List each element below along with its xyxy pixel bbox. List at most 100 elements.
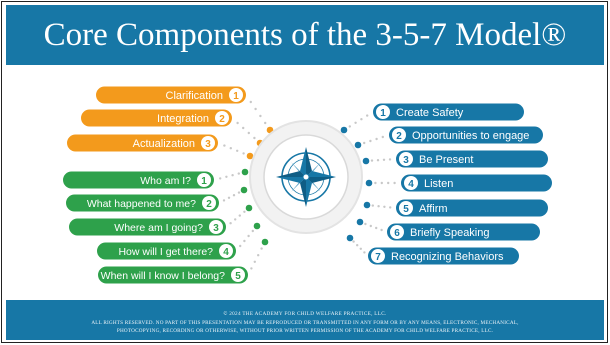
connector-dot [340, 126, 348, 134]
blue-item-4: 4 Listen [401, 174, 552, 192]
green-label-2: What happened to me? [87, 198, 196, 210]
blue-number-badge-7 [371, 249, 385, 263]
green-label-4: How will I get there? [118, 246, 213, 258]
blue-number-badge-4 [404, 176, 418, 190]
green-item-3: 3 Where am I going? [69, 218, 226, 236]
footer-line-1: © 2024 THE ACADEMY FOR CHILD WELFARE PRA… [223, 311, 387, 317]
blue-pill-4 [401, 174, 552, 192]
blue-number-5: 5 [403, 204, 409, 215]
green-item-5: 5 When will I know I belong? [98, 266, 248, 284]
orange-label-3: Actualization [133, 138, 195, 150]
blue-pill-3 [396, 150, 548, 168]
connector-dot [241, 168, 249, 176]
blue-pill-2 [389, 126, 543, 144]
green-number-2: 2 [206, 199, 212, 210]
orange-label-2: Integration [157, 113, 209, 125]
orange-number-2: 2 [219, 114, 225, 125]
green-number-1: 1 [201, 176, 207, 187]
connector-dot [362, 157, 370, 165]
blue-label-4: Listen [424, 178, 453, 190]
green-number-badge-4 [219, 244, 233, 258]
green-pill-2 [66, 194, 219, 212]
blue-number-4: 4 [408, 179, 414, 190]
connector-dot [346, 234, 354, 242]
orange-number-badge-3 [201, 136, 215, 150]
connector-dot [365, 179, 373, 187]
blue-number-2: 2 [396, 131, 402, 142]
green-label-3: Where am I going? [114, 222, 203, 234]
orange-item-1: 1 Clarification [96, 86, 246, 104]
connector-dot [363, 201, 371, 209]
green-label-1: Who am I? [140, 175, 191, 187]
blue-label-5: Affirm [419, 203, 448, 215]
blue-item-5: 5 Affirm [396, 199, 548, 217]
blue-number-badge-1 [376, 105, 390, 119]
orange-number-1: 1 [233, 91, 239, 102]
blue-number-badge-6 [390, 225, 404, 239]
green-number-badge-3 [209, 220, 223, 234]
blue-item-1: 1 Create Safety [373, 103, 524, 121]
orange-label-1: Clarification [166, 90, 223, 102]
orange-number-badge-2 [215, 111, 229, 125]
blue-label-6: Briefly Speaking [410, 227, 490, 239]
orange-pill-2 [81, 109, 232, 127]
blue-label-1: Create Safety [396, 107, 464, 119]
blue-pill-5 [396, 199, 548, 217]
connector-dot [246, 152, 254, 160]
orange-pill-1 [96, 86, 246, 104]
compass-rose-icon [276, 147, 336, 207]
orange-pill-3 [67, 134, 218, 152]
blue-item-3: 3 Be Present [396, 150, 548, 168]
title-bar: Core Components of the 3-5-7 Model® [6, 5, 604, 65]
connector-dot [245, 204, 253, 212]
blue-number-3: 3 [403, 155, 409, 166]
green-pill-1 [63, 171, 214, 189]
connector-dots [219, 100, 396, 270]
footer-line-3: PHOTOCOPYING, RECORDING OR OTHERWISE, WI… [116, 328, 494, 334]
connector-dot [261, 238, 269, 246]
green-label-5: When will I know I belong? [101, 270, 225, 282]
blue-item-6: 6 Briefly Speaking [387, 223, 540, 241]
orange-number-3: 3 [205, 139, 211, 150]
blue-pill-7 [368, 247, 519, 265]
blue-number-badge-3 [399, 152, 413, 166]
green-pill-3 [69, 218, 226, 236]
green-pill-5 [98, 266, 248, 284]
copyright-footer: © 2024 THE ACADEMY FOR CHILD WELFARE PRA… [6, 300, 604, 340]
blue-pill-6 [387, 223, 540, 241]
green-number-4: 4 [223, 247, 229, 258]
blue-number-badge-5 [399, 201, 413, 215]
connector-dot [253, 222, 261, 230]
footer-line-2: ALL RIGHTS RESERVED. NO PART OF THIS PRE… [91, 320, 519, 326]
center-circle [249, 120, 363, 234]
slide-title: Core Components of the 3-5-7 Model® [43, 17, 567, 53]
green-item-2: 2 What happened to me? [66, 194, 219, 212]
green-number-badge-2 [202, 196, 216, 210]
blue-label-7: Recognizing Behaviors [391, 251, 504, 263]
connector-dot [354, 141, 362, 149]
orange-item-3: 3 Actualization [67, 134, 218, 152]
blue-number-1: 1 [380, 108, 386, 119]
blue-number-badge-2 [392, 128, 406, 142]
blue-label-3: Be Present [419, 154, 473, 166]
green-item-1: 1 Who am I? [63, 171, 214, 189]
component-pills: 1 Clarification 2 Integration 3 Actualization… [63, 86, 552, 284]
orange-number-badge-1 [229, 88, 243, 102]
green-number-badge-5 [231, 268, 245, 282]
blue-number-6: 6 [394, 228, 400, 239]
blue-label-2: Opportunities to engage [412, 130, 529, 142]
connector-dot [240, 186, 248, 194]
green-item-4: 4 How will I get there? [97, 242, 236, 260]
connector-dot [356, 218, 364, 226]
blue-item-2: 2 Opportunities to engage [389, 126, 543, 144]
green-pill-4 [97, 242, 236, 260]
green-number-badge-1 [197, 173, 211, 187]
green-number-3: 3 [213, 223, 219, 234]
orange-item-2: 2 Integration [81, 109, 232, 127]
green-number-5: 5 [235, 271, 241, 282]
blue-pill-1 [373, 103, 524, 121]
